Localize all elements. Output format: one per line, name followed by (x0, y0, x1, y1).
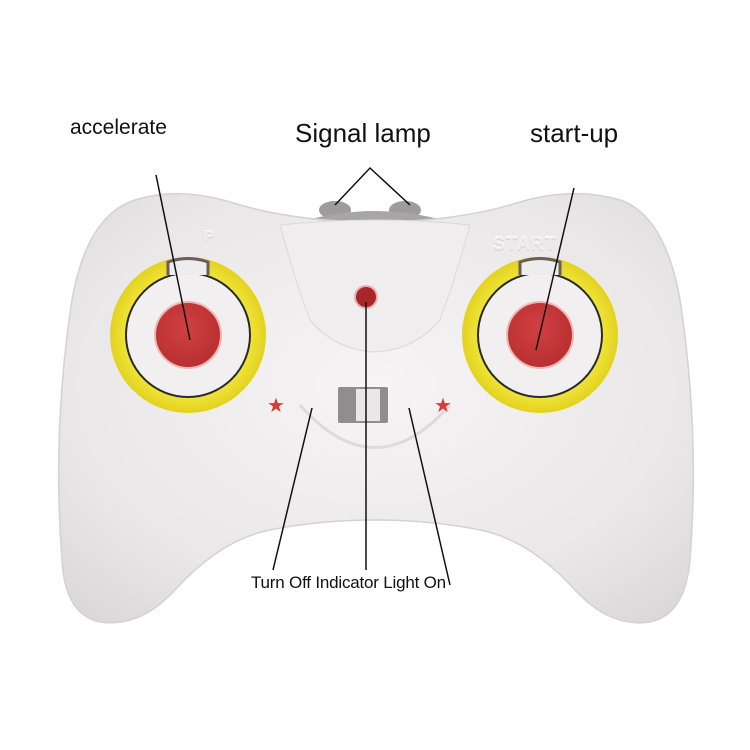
power-switch[interactable] (338, 387, 388, 423)
embossed-p-mark: P (204, 228, 215, 245)
label-signal-lamp: Signal lamp (295, 118, 431, 148)
label-start-up: start-up (530, 118, 619, 148)
star-left-icon: ★ (267, 395, 285, 417)
center-panel (279, 219, 471, 353)
embossed-start-mark: START (493, 234, 557, 254)
label-accelerate: accelerate (70, 116, 167, 139)
label-switch-caption: Turn Off Indicator Light On (251, 573, 446, 592)
leader-lines (155, 166, 575, 586)
star-right-icon: ★ (434, 395, 452, 417)
left-joystick[interactable] (110, 257, 266, 413)
switch-recess (298, 404, 452, 449)
